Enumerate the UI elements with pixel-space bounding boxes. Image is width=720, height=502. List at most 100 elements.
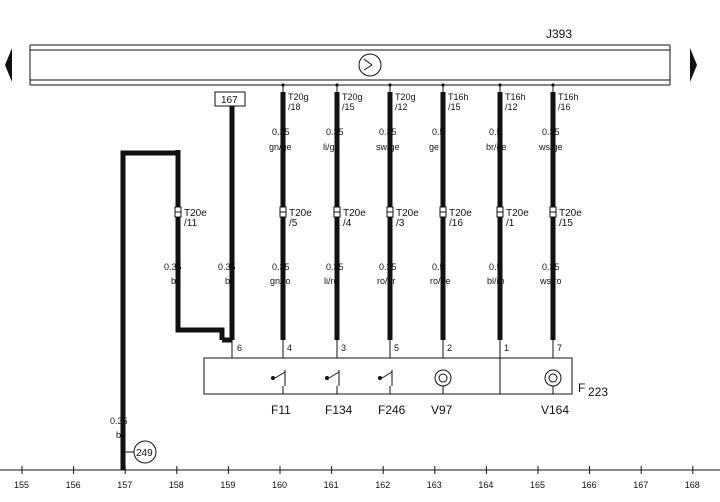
component-label: F	[578, 381, 585, 395]
terminal-number: 6	[237, 343, 242, 353]
connector-label: T20e	[184, 208, 207, 219]
wire-gauge: 0.5	[489, 262, 502, 272]
wire-gauge: 0.35	[542, 262, 560, 272]
connector-label: /16	[449, 218, 463, 229]
control-unit-label: J393	[546, 27, 572, 41]
ruler-label: 157	[117, 480, 132, 490]
left-arrow-icon[interactable]	[5, 48, 12, 82]
connector-label: /1	[506, 218, 515, 229]
terminal-number: 1	[504, 343, 509, 353]
ruler-label: 161	[324, 480, 339, 490]
connector-label: /5	[289, 218, 298, 229]
pin-label: T16h	[558, 92, 579, 102]
wire-color: sw/ge	[376, 142, 400, 152]
wire-color: gn/ro	[270, 276, 291, 286]
motor-icon	[544, 369, 562, 387]
wire-color: br	[171, 276, 179, 286]
ruler-label: 165	[530, 480, 545, 490]
wire-gauge: 0.35	[164, 262, 182, 272]
switch-icon	[325, 376, 329, 380]
pin-label: /15	[342, 102, 355, 112]
terminal-number: 4	[287, 343, 292, 353]
clock-icon	[358, 53, 382, 77]
connector-label: /11	[184, 218, 198, 229]
ruler-label: 162	[375, 480, 390, 490]
wire-color: ws/ge	[538, 142, 563, 152]
ruler-label: 167	[633, 480, 648, 490]
connector-label: T20e	[343, 208, 366, 219]
wire-color: br/ge	[486, 142, 507, 152]
component-label: V164	[541, 403, 569, 417]
motor-icon	[434, 369, 452, 387]
pin-label: T16h	[505, 92, 526, 102]
wire[interactable]	[175, 150, 225, 340]
wire-gauge: 0.35	[272, 262, 290, 272]
wire-gauge: 0.35	[542, 127, 560, 137]
wire-color: gn/ge	[269, 142, 292, 152]
wire-gauge: 0.5	[432, 127, 445, 137]
pin-label: T16h	[448, 92, 469, 102]
ruler-label: 155	[14, 480, 29, 490]
pin-label: T20g	[342, 92, 363, 102]
wire-color: bl/ro	[487, 276, 505, 286]
wire-gauge: 0.35	[110, 416, 128, 426]
fuse-label: 167	[221, 95, 238, 106]
wire[interactable]	[120, 150, 178, 470]
wire-color: ws/ro	[539, 276, 562, 286]
ruler-label: 158	[169, 480, 184, 490]
connector-label: T20e	[506, 208, 529, 219]
connector-label: /3	[396, 218, 405, 229]
wire-color: li/gn	[323, 142, 340, 152]
ruler-label: 164	[478, 480, 493, 490]
terminal-number: 2	[447, 343, 452, 353]
ruler-label: 168	[685, 480, 700, 490]
right-arrow-icon[interactable]	[690, 48, 697, 82]
wire-gauge: 0.5	[432, 262, 445, 272]
pin-label: T20g	[395, 92, 416, 102]
wire-gauge: 0.35	[218, 262, 236, 272]
wire-gauge: 0.5	[489, 127, 502, 137]
component-label: F11	[271, 403, 291, 417]
switch-icon	[271, 376, 275, 380]
connector-label: T20e	[559, 208, 582, 219]
ruler-label: 156	[66, 480, 81, 490]
connector-label: T20e	[289, 208, 312, 219]
pin-label: T20g	[288, 92, 309, 102]
terminal-number: 7	[557, 343, 562, 353]
control-unit-bar	[29, 44, 671, 86]
wire-color: li/ro	[324, 276, 339, 286]
wire-color: br	[116, 430, 124, 440]
pin-label: /16	[558, 102, 571, 112]
component-box	[203, 357, 573, 395]
pin-label: /12	[505, 102, 518, 112]
wire-gauge: 0.35	[379, 127, 397, 137]
component-label: V97	[431, 403, 453, 417]
ruler-label: 163	[427, 480, 442, 490]
connector-label: T20e	[449, 208, 472, 219]
pin-label: /18	[288, 102, 301, 112]
connector-label: /15	[559, 218, 573, 229]
component-number: 223	[588, 385, 608, 399]
connector-label: /4	[343, 218, 352, 229]
wire-gauge: 0.35	[272, 127, 290, 137]
ground-label: 249	[136, 448, 153, 459]
wire-gauge: 0.35	[326, 127, 344, 137]
wire-color: ro/ge	[430, 276, 451, 286]
ruler-label: 166	[582, 480, 597, 490]
wire-color: br	[225, 276, 233, 286]
switch-icon	[378, 376, 382, 380]
component-label: F246	[378, 403, 406, 417]
ruler-label: 160	[272, 480, 287, 490]
terminal-number: 3	[341, 343, 346, 353]
wire-color: ro/gr	[377, 276, 396, 286]
wire-gauge: 0.35	[379, 262, 397, 272]
ruler-label: 159	[220, 480, 235, 490]
wire-color: ge	[429, 142, 439, 152]
connector-label: T20e	[396, 208, 419, 219]
pin-label: /15	[448, 102, 461, 112]
pin-label: /12	[395, 102, 408, 112]
terminal-number: 5	[394, 343, 399, 353]
component-label: F134	[325, 403, 353, 417]
wire-gauge: 0.35	[326, 262, 344, 272]
